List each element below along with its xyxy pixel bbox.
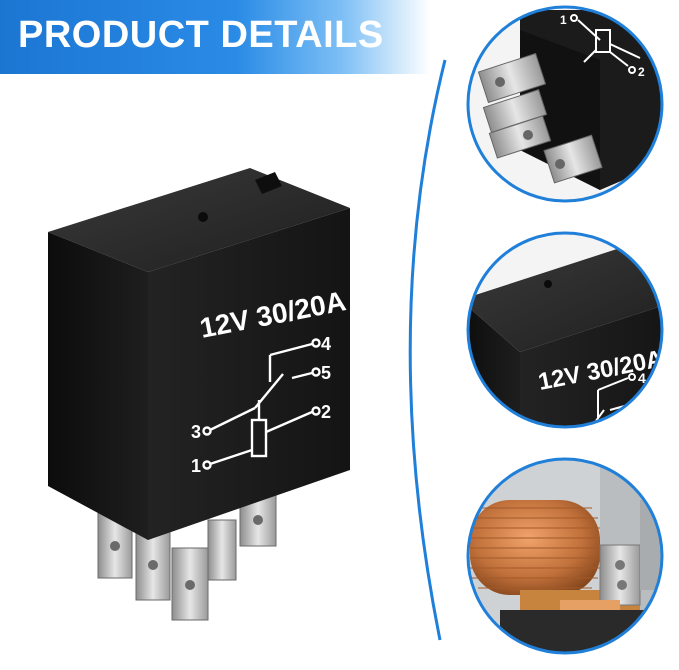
relay-terminals (97, 489, 277, 621)
pin-5-label: 5 (321, 363, 331, 383)
product-details-banner: PRODUCT DETAILS (0, 0, 430, 74)
relay-front-face (148, 208, 350, 540)
banner-title: PRODUCT DETAILS (18, 14, 384, 56)
zoom-pin-2-label: 2 (638, 65, 645, 79)
pin-1-label: 1 (191, 456, 201, 476)
zoom-pin-4-label: 4 (638, 370, 646, 386)
zoom-coil (466, 457, 664, 655)
divider-curve (408, 59, 447, 641)
zoom-label: 12V 30/20A 4 5 (466, 231, 664, 429)
pin-3-label: 3 (191, 422, 201, 442)
relay-side-face (48, 232, 148, 540)
zoom-pin-1-label: 1 (560, 13, 567, 27)
zoom-pin-5-label: 5 (638, 397, 646, 413)
relay-main: 12V 30/20A 4 5 2 3 1 (48, 168, 350, 621)
zoom-terminals: 1 2 (466, 5, 664, 203)
relay-schematic (202, 338, 321, 470)
pin-2-label: 2 (321, 402, 331, 422)
pin-4-label: 4 (321, 334, 331, 354)
